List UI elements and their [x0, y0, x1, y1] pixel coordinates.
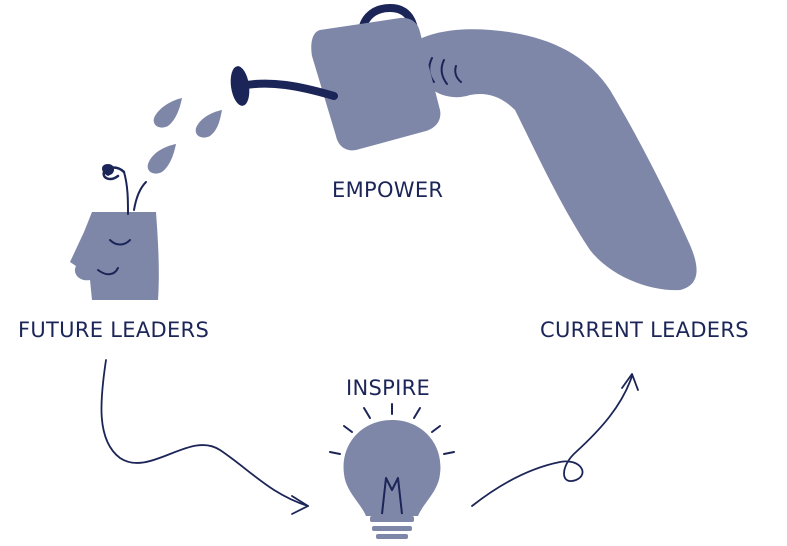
label-current-leaders: CURRENT LEADERS — [540, 318, 749, 342]
label-empower: EMPOWER — [332, 178, 444, 202]
arrow-icon — [100, 359, 309, 515]
hand-icon — [414, 29, 697, 291]
water-drop-icon — [147, 98, 222, 174]
label-inspire: INSPIRE — [346, 376, 431, 400]
label-future-leaders: FUTURE LEADERS — [18, 318, 210, 342]
lightbulb-icon — [329, 403, 455, 539]
watering-can-icon — [230, 3, 441, 151]
head-icon — [70, 212, 159, 300]
arrow-icon — [471, 373, 639, 507]
sprout-icon — [102, 164, 147, 215]
